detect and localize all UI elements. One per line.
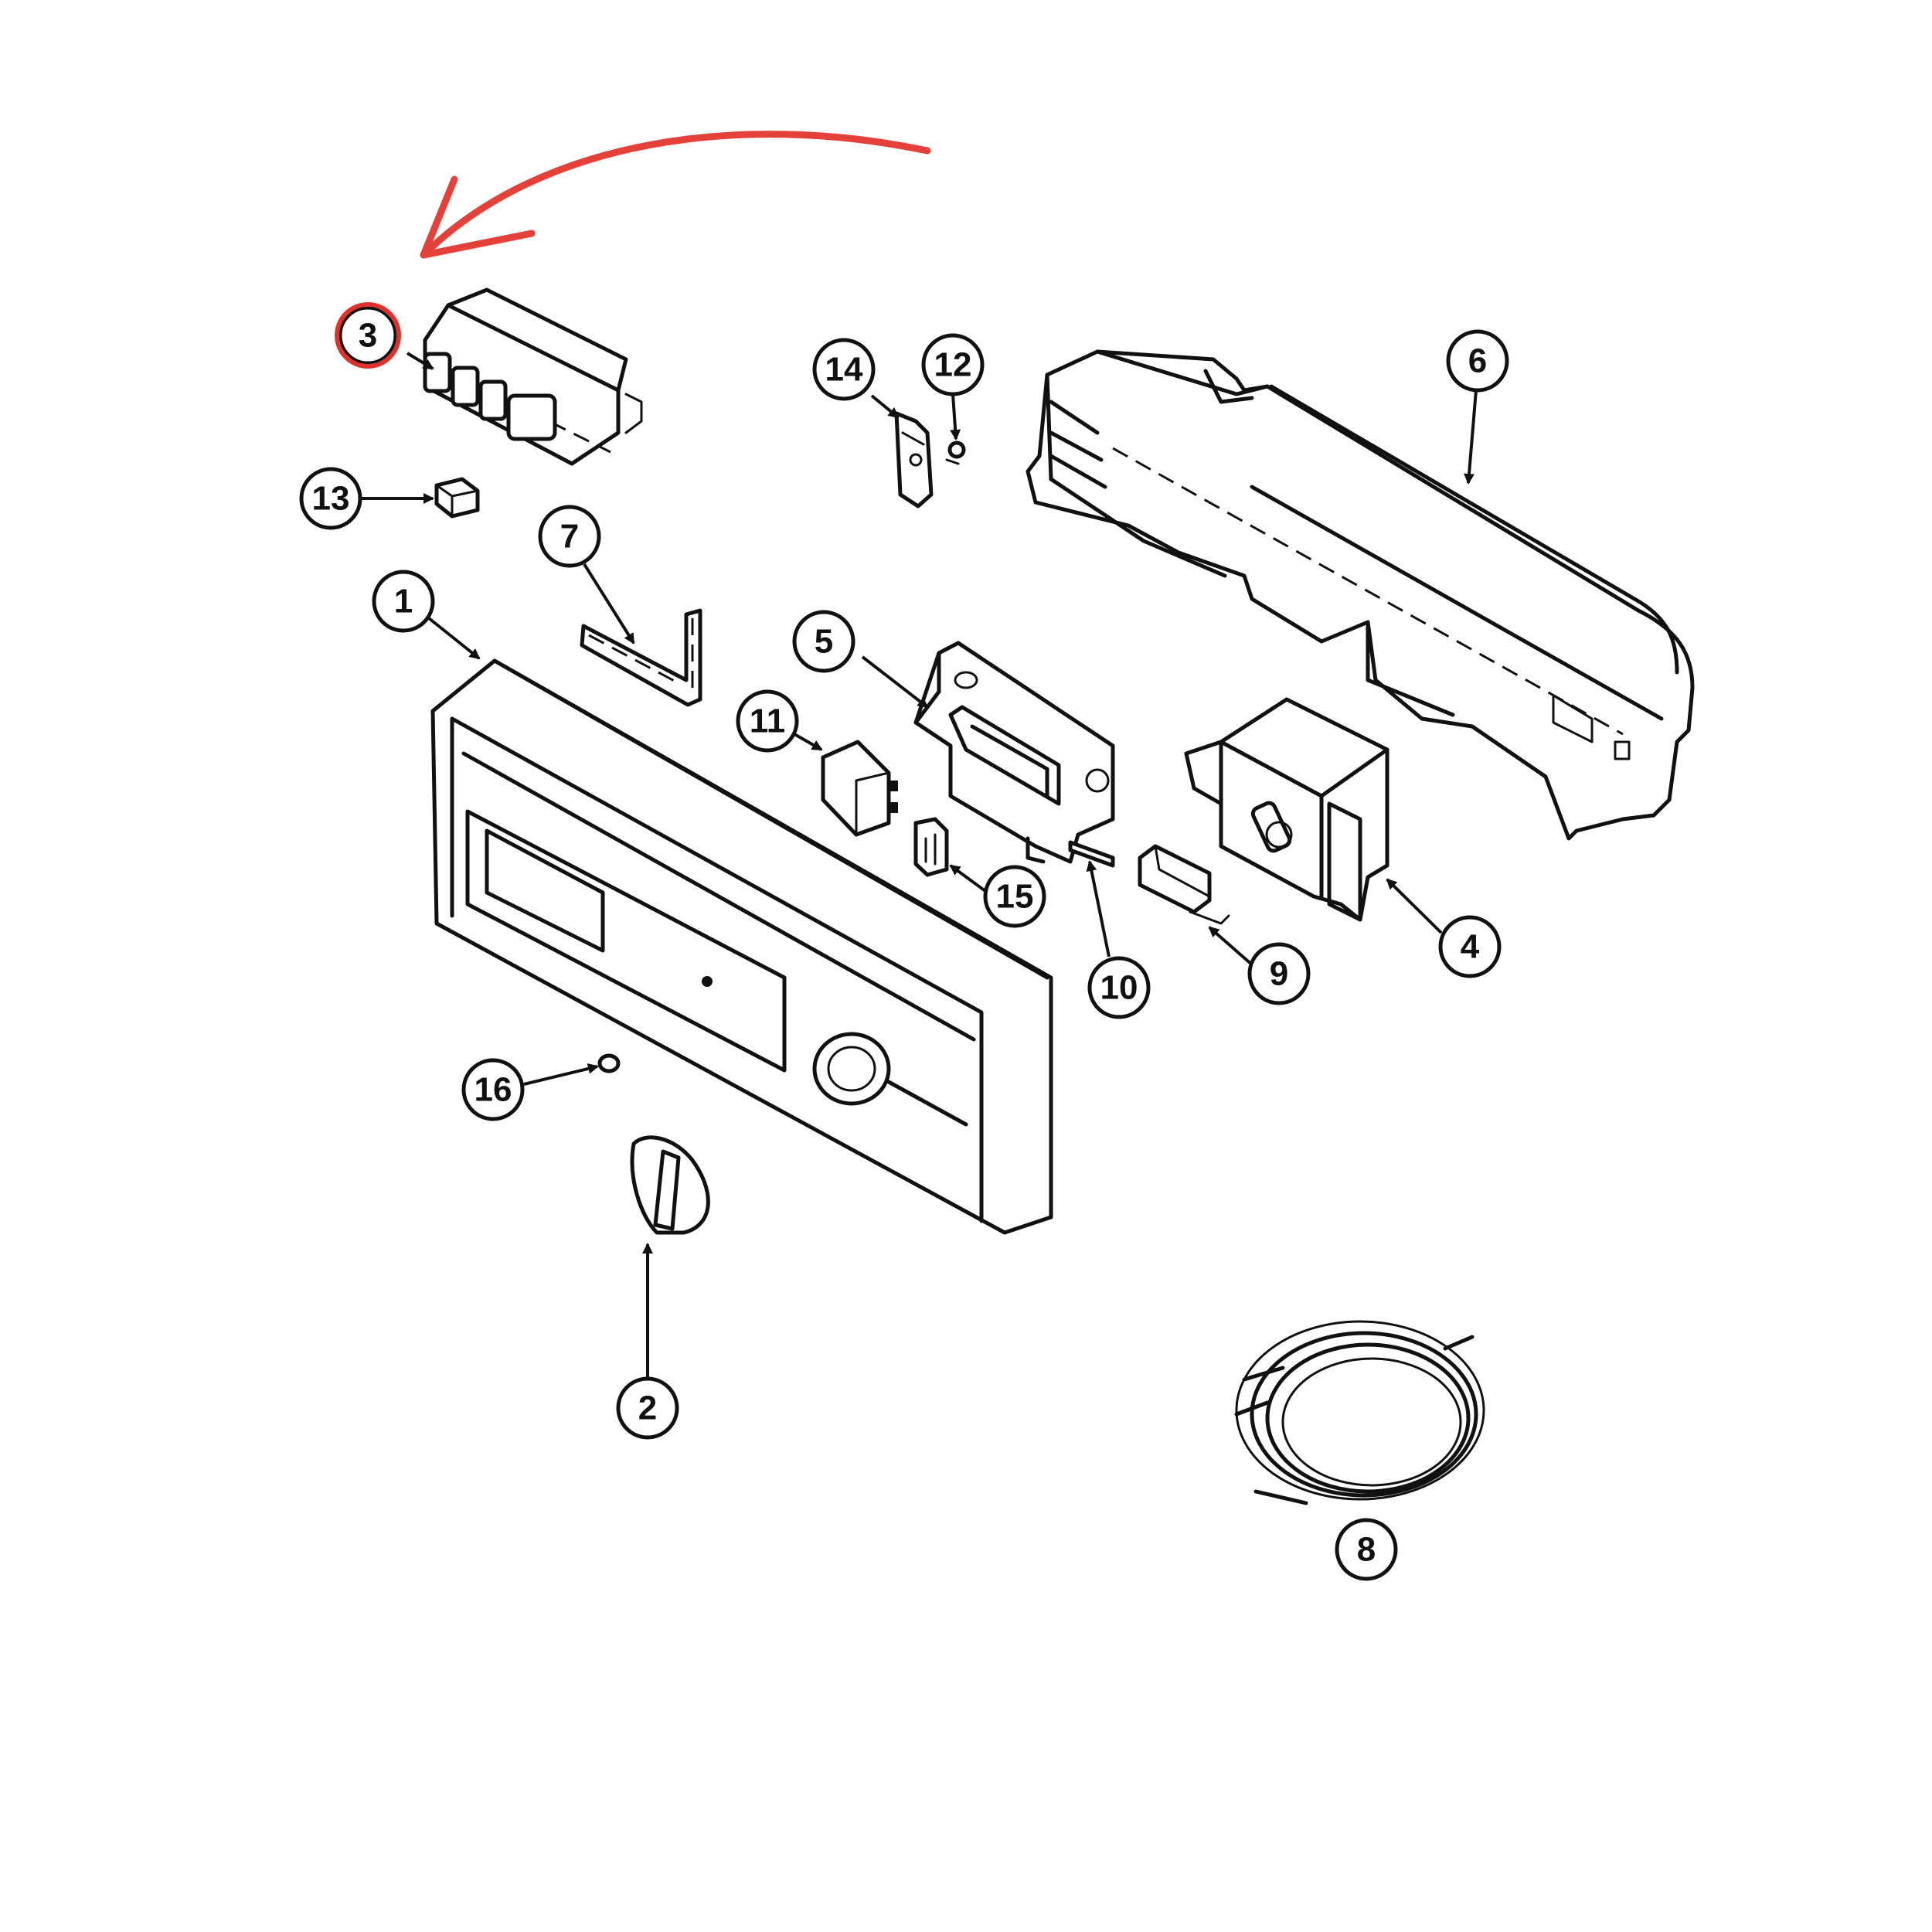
callout-3: 3 — [335, 302, 401, 369]
part-9-micro-switch[interactable] — [1138, 844, 1230, 925]
part-2-knob[interactable] — [630, 1135, 710, 1235]
callout-label: 7 — [560, 518, 579, 556]
callout-label: 3 — [359, 317, 377, 355]
callout-label: 10 — [1100, 969, 1138, 1007]
part-14-bracket[interactable] — [894, 411, 934, 509]
callout-label: 12 — [934, 346, 972, 384]
callout-10: 10 — [1087, 956, 1151, 1019]
callout-6: 6 — [1446, 329, 1509, 393]
callout-5: 5 — [792, 610, 855, 673]
callout-label: 13 — [312, 480, 350, 518]
callout-13: 13 — [299, 467, 362, 530]
callout-label: 16 — [474, 1071, 512, 1109]
part-4-timer[interactable] — [1184, 697, 1389, 922]
part-7-l-strip[interactable] — [580, 608, 702, 707]
callout-label: 6 — [1468, 342, 1487, 380]
callout-label: 15 — [996, 878, 1034, 916]
part-16-plug[interactable] — [597, 1053, 621, 1073]
callout-label: 11 — [750, 702, 786, 740]
callout-4: 4 — [1438, 915, 1502, 978]
callout-16: 16 — [461, 1058, 525, 1121]
callout-label: 4 — [1461, 928, 1480, 966]
red-indicator-arrow — [420, 131, 931, 259]
callout-2: 2 — [616, 1376, 679, 1440]
part-12-screw[interactable] — [945, 440, 966, 465]
callout-15: 15 — [983, 865, 1046, 928]
leader-lines — [361, 352, 1478, 1381]
callout-label: 1 — [394, 583, 413, 621]
callout-8: 8 — [1335, 1518, 1398, 1581]
part-10-strip[interactable] — [1068, 840, 1115, 868]
part-8-wire-harness[interactable] — [1234, 1320, 1485, 1505]
callout-1: 1 — [372, 570, 435, 633]
part-15-switch[interactable] — [913, 817, 949, 877]
part-6-console-cover[interactable] — [1026, 349, 1695, 841]
part-11-connector[interactable] — [821, 740, 898, 837]
callout-14: 14 — [812, 338, 876, 401]
callout-label: 5 — [815, 623, 833, 661]
callout-11: 11 — [736, 689, 799, 753]
callout-12: 12 — [921, 333, 985, 396]
callout-label: 2 — [638, 1389, 657, 1427]
part-13-button-cap[interactable] — [434, 477, 480, 519]
callout-label: 14 — [825, 351, 863, 389]
callout-7: 7 — [538, 505, 601, 568]
part-3-button-switch[interactable] — [423, 287, 643, 466]
callout-label: 9 — [1270, 955, 1288, 993]
callout-label: 8 — [1357, 1531, 1376, 1569]
part-5-latch-housing[interactable] — [913, 641, 1115, 864]
callout-9: 9 — [1247, 942, 1311, 1005]
part-1-control-panel[interactable] — [430, 658, 1053, 1235]
